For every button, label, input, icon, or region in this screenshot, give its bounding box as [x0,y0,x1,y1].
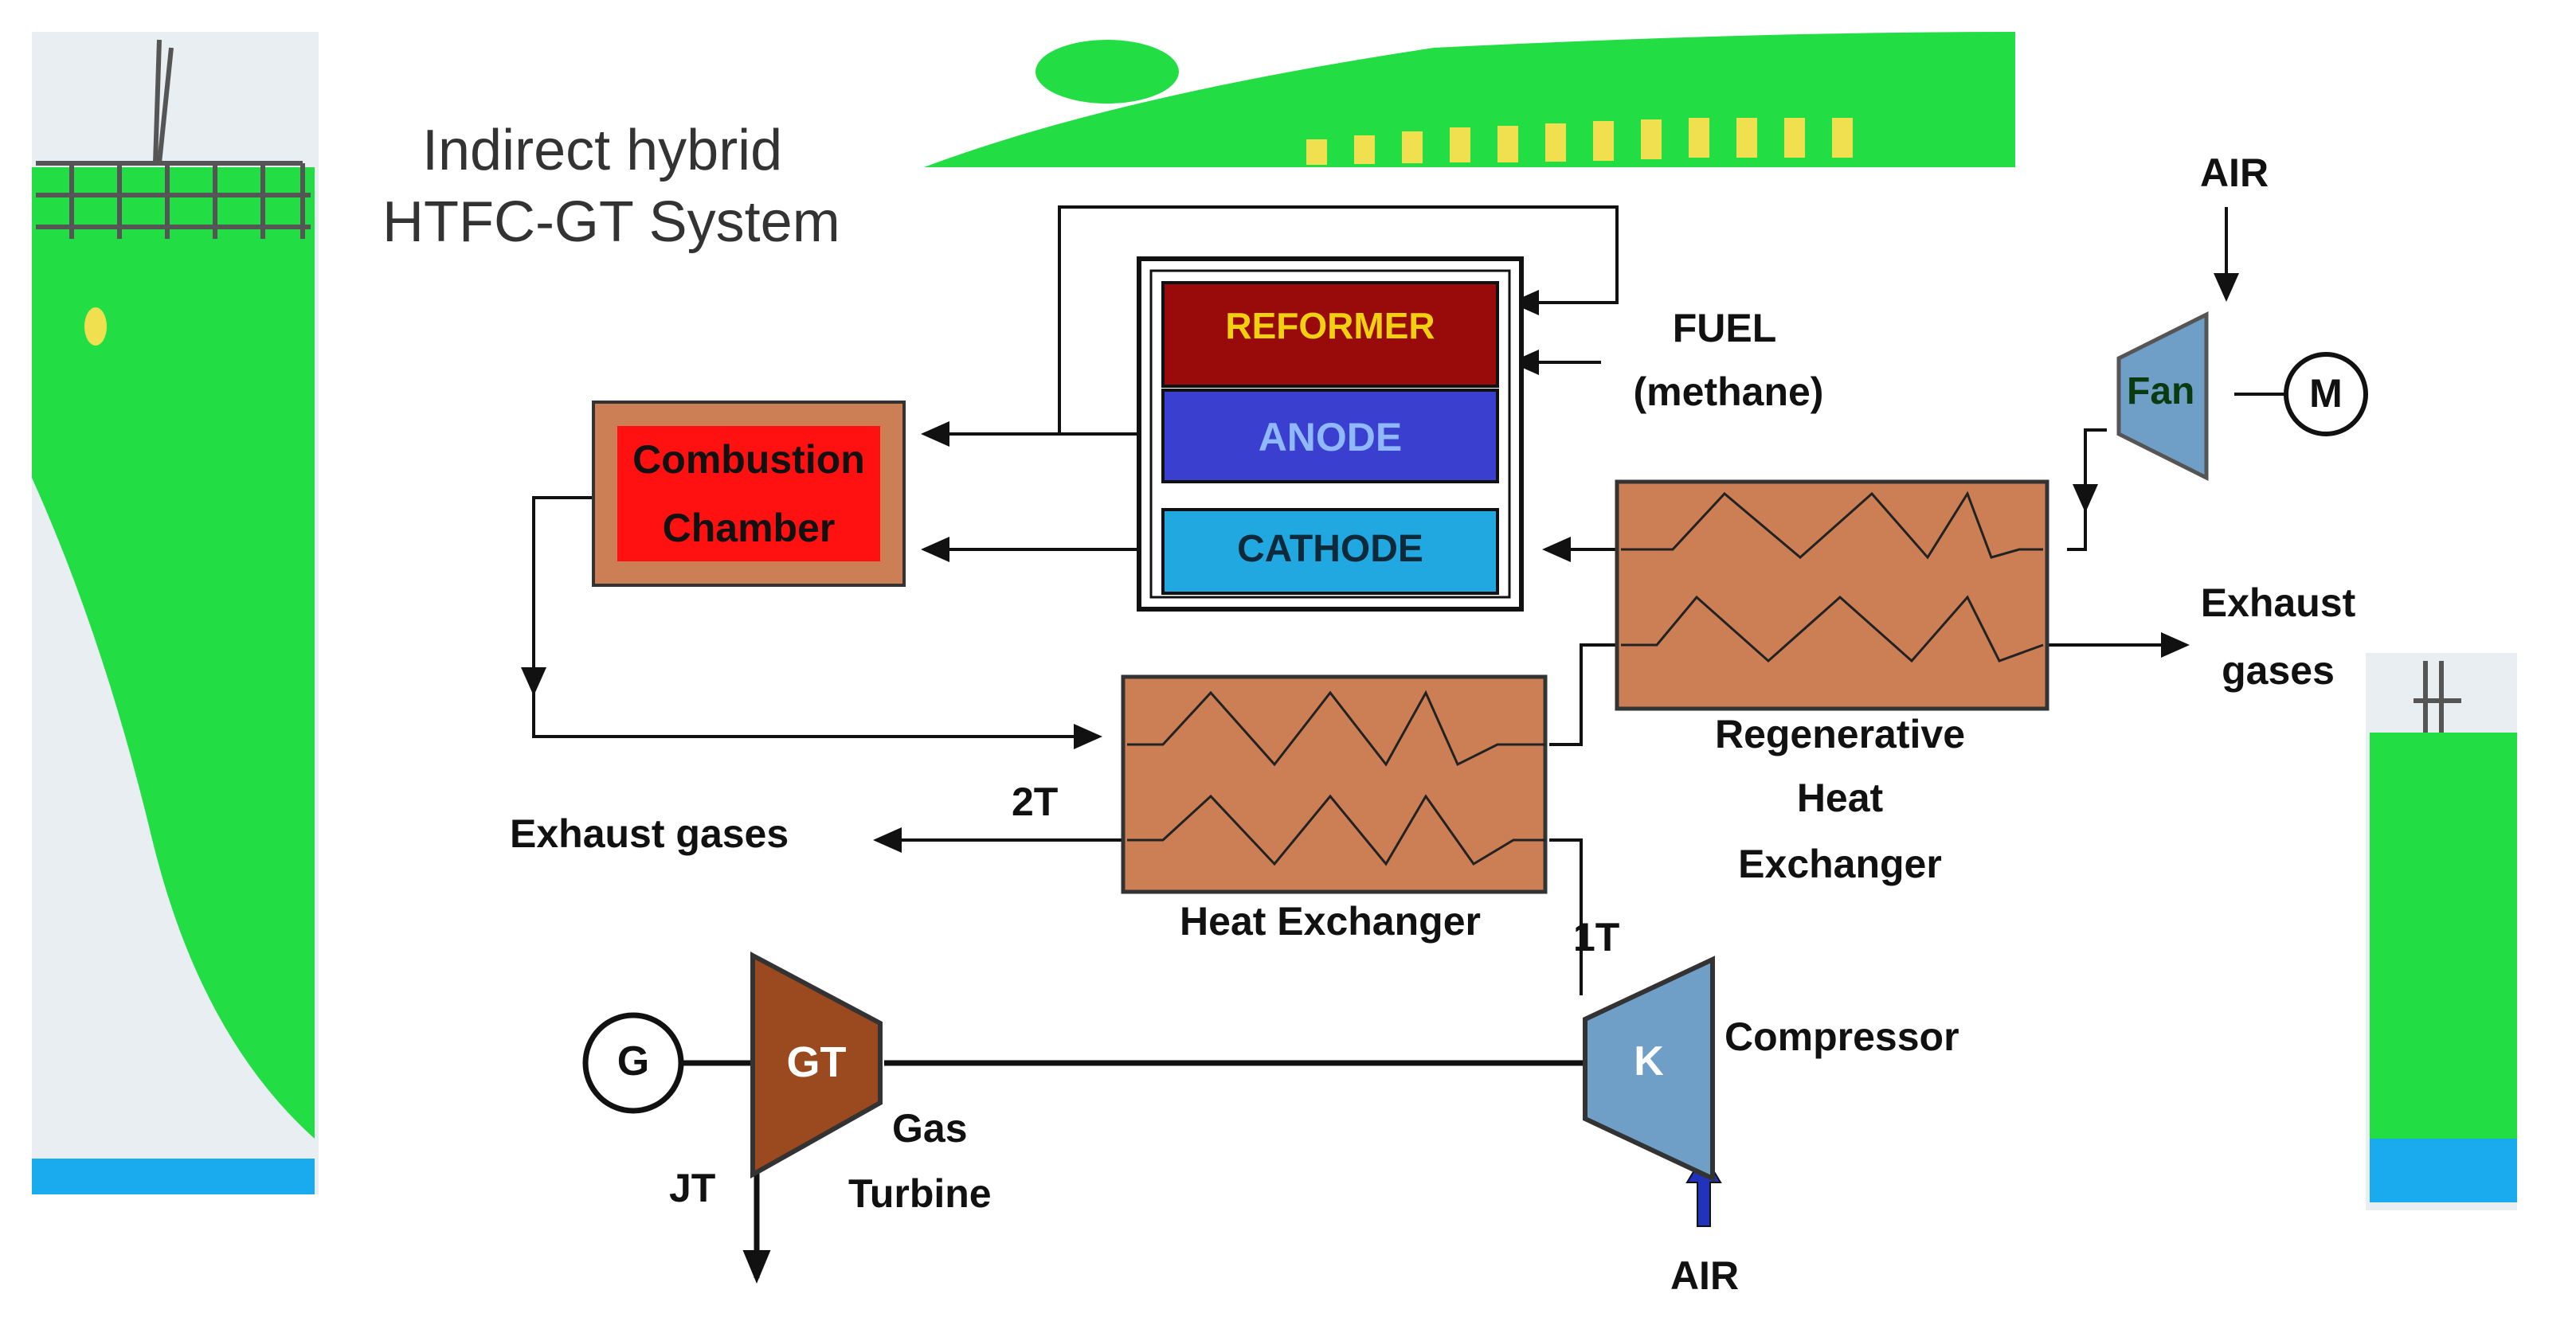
porthole-left [84,307,107,346]
heat-exchanger-label: Heat Exchanger [1180,899,1481,944]
compressor-air-label: AIR [1670,1253,1740,1298]
ship-railing-left [36,39,311,239]
fuel-cell-inner-frame [1149,269,1511,599]
gas-turbine-label-line1: Gas [892,1106,968,1151]
regen-coil-top [1621,490,2043,560]
exhaust-right-line1: Exhaust [2200,580,2356,625]
regen-label-line3: Exchanger [1738,842,1942,886]
anode-block [1161,389,1499,483]
heat-exchanger [1121,674,1548,894]
regen-label-line2: Heat [1796,776,1884,820]
point-2t-label: 2T [1012,780,1059,824]
reformer-block [1161,281,1499,388]
combustion-label-line2: Chamber [662,506,836,550]
exhaust-left-label: Exhaust gases [510,811,789,856]
reformer-label: REFORMER [1225,305,1435,346]
title-line1: Indirect hybrid [422,119,783,182]
combustion-to-hx-line [532,693,1102,749]
ship-hull-right [2370,733,2517,1139]
generator-circle [582,1012,684,1114]
water-right [2370,1139,2517,1202]
fuel-cell-stack [1137,256,1524,612]
hx-coil-bottom [1127,794,1545,866]
water-left [32,1159,315,1194]
hx-coil-top [1127,690,1545,767]
ship-background [32,32,2517,1210]
compressor-to-hx-line [1549,838,1583,995]
gas-turbine-label-line2: Turbine [848,1171,992,1216]
combustion-chamber-inner [617,426,880,561]
regen-hx-box [1615,479,2049,711]
hx-to-regen-line [1549,643,1621,746]
regen-coil-bottom [1621,595,2044,663]
compressor-symbol-label: K [1634,1038,1664,1085]
regenerative-heat-exchanger [1615,479,2049,711]
fuel-methane-label: (methane) [1633,369,1824,414]
gas-turbine-body [750,952,883,1179]
connections [521,205,2286,1284]
fan-air-label: AIR [2199,150,2269,195]
compressor-label: Compressor [1725,1014,1959,1059]
point-1t-label: 1T [1573,915,1620,959]
fan-body [2116,311,2209,482]
fan-label: Fan [2127,370,2195,412]
generator-label: G [617,1038,650,1085]
motor-circle [2284,352,2368,436]
gas-turbine-symbol-label: GT [786,1038,847,1086]
anode-label: ANODE [1258,415,1403,459]
cathode-block [1161,508,1499,595]
title-line2: HTFC-GT System [382,190,840,254]
regen-label-line1: Regenerative [1714,712,1966,756]
recirculation-line [1058,205,1619,434]
ship-dome-top [1035,40,1179,104]
motor-label: M [2309,371,2343,416]
compressor-body [1583,956,1715,1182]
point-jt-label: JT [669,1166,716,1210]
fuel-label: FUEL [1672,306,1777,350]
ship-mast-right [2414,661,2461,733]
ship-hull-left [32,199,315,1139]
combustion-label-line1: Combustion [632,437,865,482]
exhaust-right-line2: gases [2222,648,2335,693]
combustion-outlet-down [521,496,597,696]
ship-windows-top [1306,118,1853,165]
cathode-label: CATHODE [1237,528,1423,570]
